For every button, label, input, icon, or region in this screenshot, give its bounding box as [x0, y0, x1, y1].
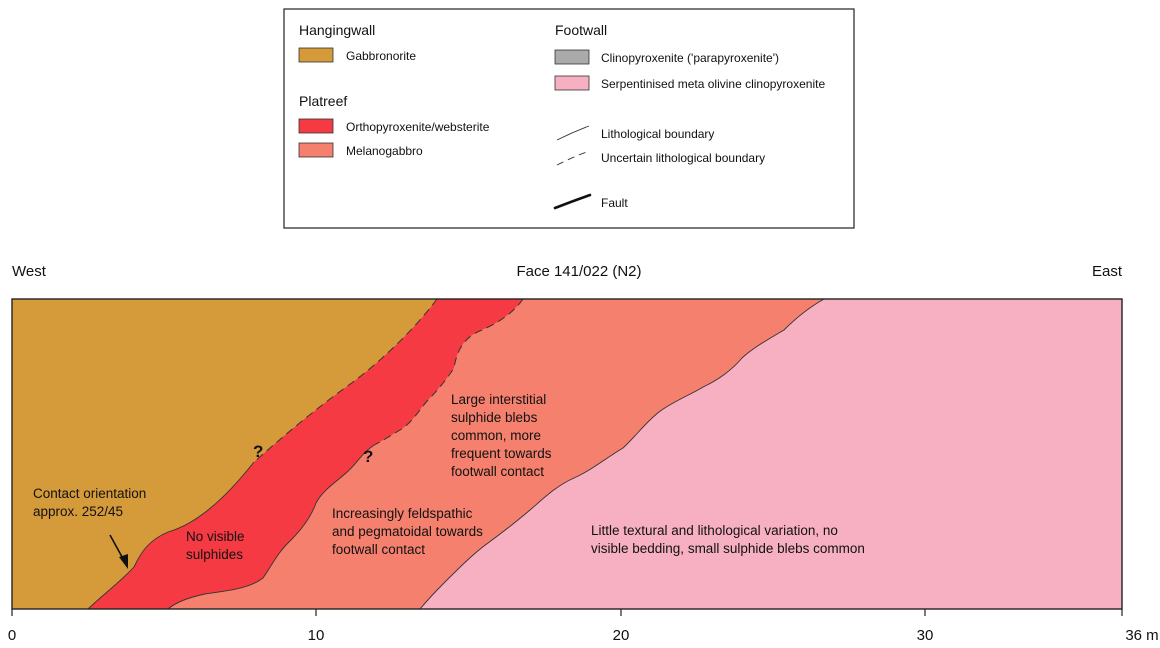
- note-blebs-line-4: frequent towards: [451, 446, 552, 461]
- note-sulphide-blebs: Large interstitial sulphide blebs common…: [451, 392, 555, 479]
- lithological-boundary-symbol: [556, 125, 590, 141]
- question-mark-1: ?: [253, 442, 263, 461]
- legend-frame: [283, 8, 855, 229]
- note-blebs-line-2: sulphide blebs: [451, 410, 538, 425]
- note-feldspathic-line-3: footwall contact: [332, 542, 425, 557]
- section-title: Face 141/022 (N2): [516, 263, 641, 280]
- legend-label-uncertain-boundary: Uncertain lithological boundary: [601, 151, 765, 165]
- note-little-line-1: Little textural and lithological variati…: [591, 523, 838, 538]
- note-feldspathic: Increasingly feldspathic and pegmatoidal…: [332, 506, 487, 557]
- legend-group-footwall: Footwall: [555, 22, 607, 38]
- note-contact-line-2: approx. 252/45: [33, 504, 123, 519]
- contact-arrow-head: [119, 554, 128, 569]
- note-little-variation: Little textural and lithological variati…: [591, 523, 865, 556]
- uncertain-boundary-hangingwall: [253, 298, 438, 463]
- tick-label-30: 30: [917, 627, 934, 644]
- fault-symbol: [553, 193, 592, 210]
- west-label: West: [12, 263, 47, 280]
- tick-label-36m: 36 m: [1125, 627, 1158, 644]
- note-blebs-line-5: footwall contact: [451, 464, 544, 479]
- note-little-line-2: visible bedding, small sulphide blebs co…: [591, 541, 865, 556]
- note-feldspathic-line-2: and pegmatoidal towards: [332, 524, 483, 539]
- unit-orthopyroxenite: [88, 299, 523, 609]
- unit-melanogabbro: [168, 299, 824, 609]
- note-feldspathic-line-1: Increasingly feldspathic: [332, 506, 473, 521]
- east-label: East: [1092, 263, 1123, 280]
- legend-label-gabbronorite: Gabbronorite: [346, 49, 416, 63]
- note-contact-orientation: Contact orientation approx. 252/45: [33, 486, 150, 519]
- legend-label-clinopyroxenite: Clinopyroxenite ('parapyroxenite'): [601, 51, 779, 65]
- section-frame: [11, 298, 1123, 610]
- unit-serpentinised: [420, 299, 1122, 609]
- uncertain-boundary-symbol: [556, 150, 590, 166]
- note-blebs-line-1: Large interstitial: [451, 392, 546, 407]
- cross-section: ? ?: [11, 298, 1123, 610]
- legend-label-lithological-boundary: Lithological boundary: [601, 127, 714, 141]
- tick-label-20: 20: [613, 627, 630, 644]
- note-contact-line-1: Contact orientation: [33, 486, 146, 501]
- swatch-melanogabbro: [298, 142, 334, 158]
- lithological-boundary-hangingwall: [87, 461, 255, 610]
- swatch-serpentinised: [554, 75, 590, 91]
- legend-label-melanogabbro: Melanogabbro: [346, 144, 423, 158]
- note-no-visible-line-2: sulphides: [186, 547, 243, 562]
- note-no-visible-line-1: No visible: [186, 529, 245, 544]
- legend-label-serpentinised: Serpentinised meta olivine clinopyroxeni…: [601, 77, 825, 91]
- tick-label-10: 10: [308, 627, 325, 644]
- swatch-clinopyroxenite: [554, 49, 590, 65]
- tick-label-0: 0: [8, 627, 16, 644]
- note-blebs-line-3: common, more: [451, 428, 541, 443]
- lithological-boundary-platreef: [167, 443, 377, 610]
- swatch-gabbronorite: [298, 47, 334, 63]
- distance-axis: 0 10 20 30 36 m: [8, 609, 1159, 644]
- legend-label-fault: Fault: [601, 196, 628, 210]
- legend-label-orthopyroxenite: Orthopyroxenite/websterite: [346, 120, 490, 134]
- question-mark-2: ?: [363, 447, 373, 466]
- legend-group-hangingwall: Hangingwall: [299, 22, 375, 38]
- note-no-visible-sulphides: No visible sulphides: [186, 529, 248, 562]
- lithological-boundary-footwall: [419, 298, 825, 610]
- uncertain-boundary-platreef: [375, 298, 524, 445]
- legend-group-platreef: Platreef: [299, 93, 347, 109]
- swatch-orthopyroxenite: [298, 118, 334, 134]
- legend: Hangingwall Gabbronorite Platreef Orthop…: [283, 8, 855, 229]
